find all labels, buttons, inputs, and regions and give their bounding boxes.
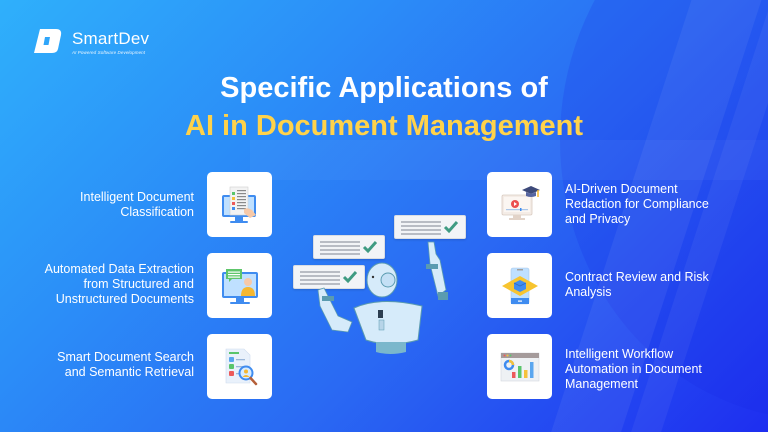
- document-redaction-icon: [487, 172, 552, 237]
- item-label-line: Management: [565, 377, 638, 391]
- item-document-search: Smart Document Search and Semantic Retri…: [57, 350, 194, 380]
- checkmark-icon: [342, 271, 358, 284]
- checklist-card: [293, 265, 365, 289]
- item-label-line: Analysis: [565, 285, 612, 299]
- brand-name: SmartDev: [72, 28, 150, 48]
- checklist-card: [394, 215, 466, 239]
- checkmark-icon: [443, 221, 459, 234]
- checklist-card: [313, 235, 385, 259]
- item-contract-review: Contract Review and Risk Analysis: [565, 270, 709, 300]
- item-data-extraction: Automated Data Extraction from Structure…: [45, 262, 194, 307]
- item-label-line: Automation in Document: [565, 362, 702, 376]
- brand-logo: SmartDev AI Powered Software Development: [34, 27, 149, 57]
- robot-icon: [317, 241, 448, 354]
- title-line-1: Specific Applications of: [220, 72, 548, 104]
- item-label-line: Intelligent Document: [80, 190, 194, 204]
- document-search-icon: [207, 334, 272, 399]
- checkmark-icon: [362, 241, 378, 254]
- item-workflow-automation: Intelligent Workflow Automation in Docum…: [565, 347, 702, 392]
- item-label-line: and Semantic Retrieval: [64, 365, 194, 379]
- item-label-line: AI-Driven Document: [565, 182, 678, 196]
- item-label-line: Unstructured Documents: [55, 292, 194, 306]
- item-label-line: Contract Review and Risk: [565, 270, 709, 284]
- smartdev-logo-icon: [34, 27, 64, 57]
- item-label-line: and Privacy: [565, 212, 631, 226]
- item-label-line: Automated Data Extraction: [44, 262, 194, 276]
- workflow-automation-icon: [487, 334, 552, 399]
- item-document-classification: Intelligent Document Classification: [80, 190, 194, 220]
- data-extraction-icon: [207, 253, 272, 318]
- item-label-line: Smart Document Search: [57, 350, 194, 364]
- brand-tagline: AI Powered Software Development: [72, 49, 146, 55]
- item-label-line: Classification: [120, 205, 194, 219]
- document-classification-icon: [207, 172, 272, 237]
- item-label-line: Intelligent Workflow: [565, 347, 674, 361]
- item-document-redaction: AI-Driven Document Redaction for Complia…: [565, 182, 709, 227]
- title-line-2: AI in Document Management: [185, 110, 583, 142]
- page-title: Specific Applications of AI in Document …: [0, 70, 768, 146]
- item-label-line: Redaction for Compliance: [565, 197, 709, 211]
- contract-review-icon: [487, 253, 552, 318]
- item-label-line: from Structured and: [83, 277, 194, 291]
